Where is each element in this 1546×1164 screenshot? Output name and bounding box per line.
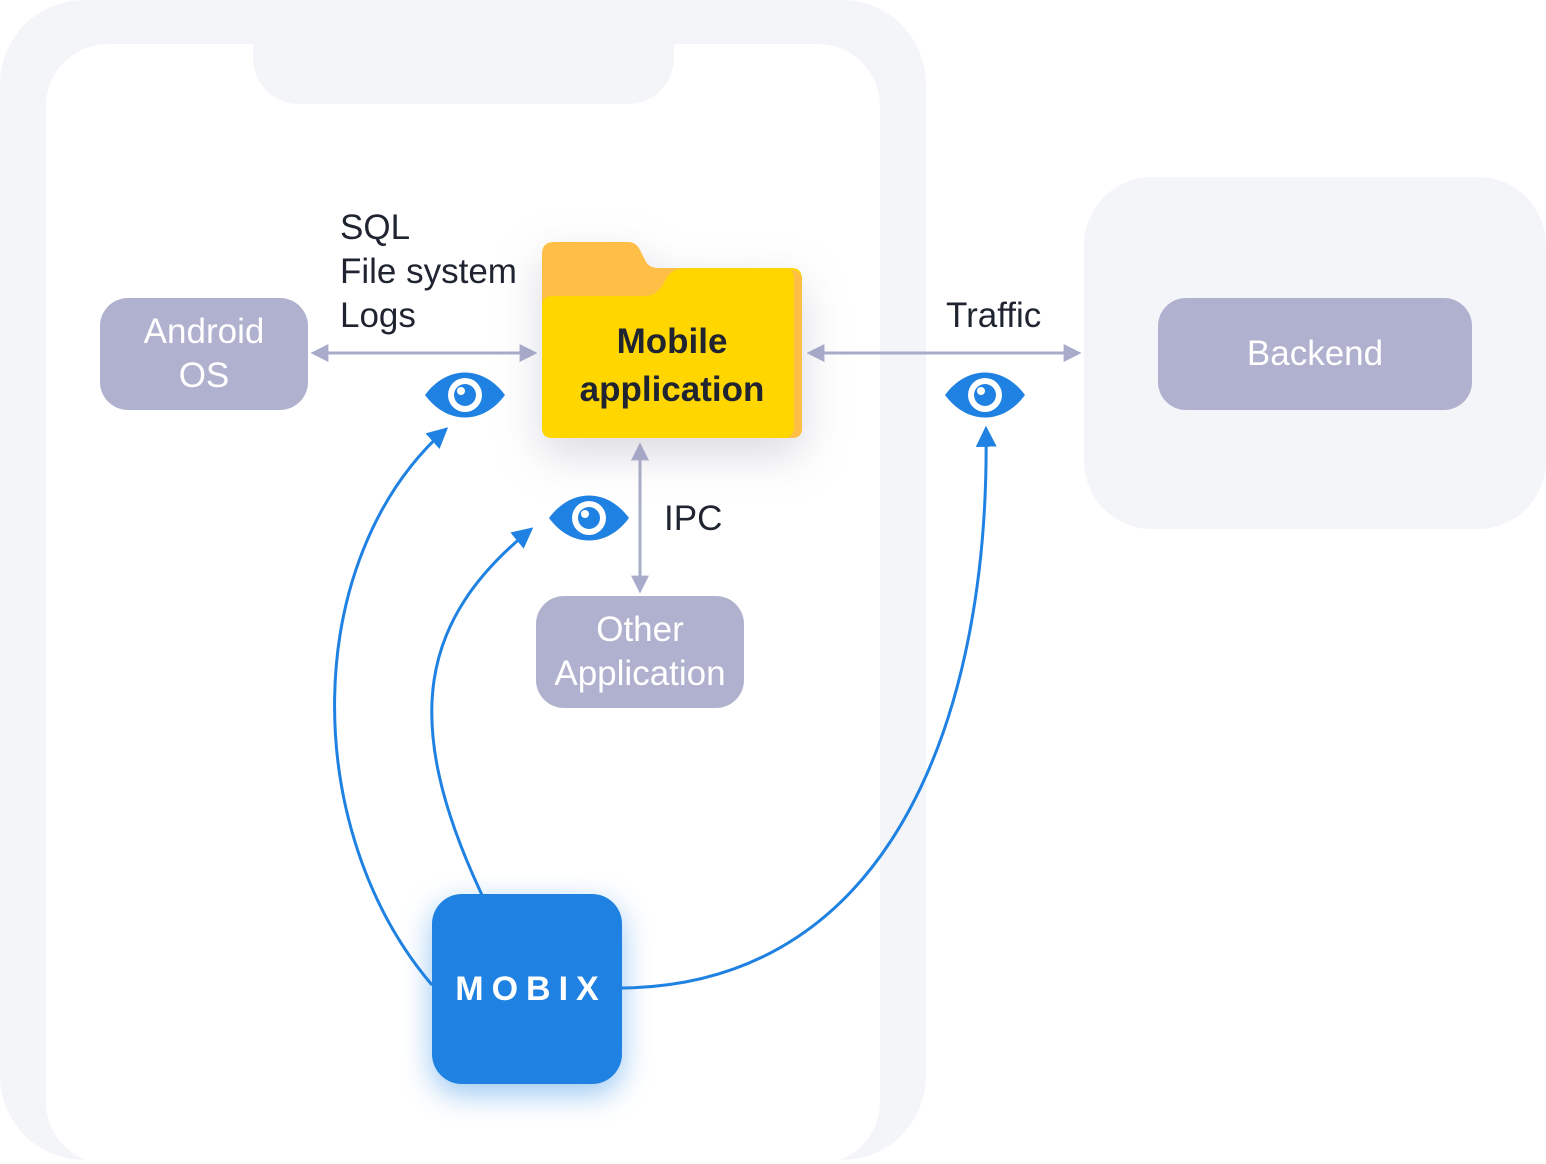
other-application-label: Other Application [554, 610, 726, 693]
mobile-application-node: Mobile application [579, 322, 765, 409]
other-application-node: Other Application [536, 596, 744, 708]
traffic-label: Traffic [946, 296, 1042, 335]
monitor-curve-data [333, 427, 449, 986]
backend-label: Backend [1246, 334, 1384, 373]
mobix-logo: MOBIX [432, 894, 622, 1084]
monitor-curve-traffic [621, 425, 997, 990]
mobix-brand-text: MOBIX [455, 969, 607, 1008]
phone-notch [253, 40, 674, 104]
eye-icon [549, 495, 629, 541]
backend-node: Backend [1158, 298, 1472, 410]
data-item-logs: Logs [340, 296, 416, 335]
connector-layer [310, 344, 1082, 990]
data-channels-label: SQL File system Logs [340, 206, 517, 338]
monitor-curve-ipc [430, 527, 534, 896]
android-os-node: Android OS [100, 298, 308, 410]
ipc-label: IPC [664, 499, 723, 538]
android-os-label: Android OS [143, 312, 265, 395]
data-item-file-system: File system [340, 252, 517, 291]
folder-icon [542, 242, 802, 438]
eye-icon [425, 372, 505, 418]
data-item-sql: SQL [340, 208, 411, 247]
eye-icon [945, 372, 1025, 418]
